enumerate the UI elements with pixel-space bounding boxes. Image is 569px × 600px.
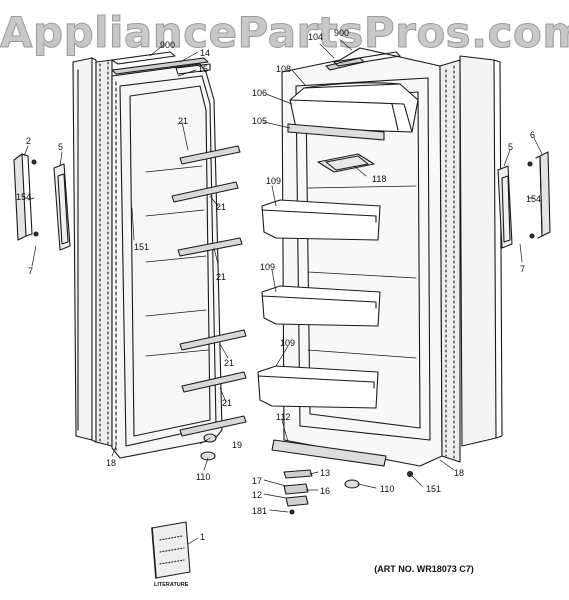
fresh-food-door-outer bbox=[459, 55, 503, 447]
art-number: (ART NO. WR18073 C7) bbox=[374, 564, 474, 574]
callout-900-left: 900 bbox=[160, 40, 175, 50]
callout-18-left: 18 bbox=[106, 458, 116, 468]
right-handle-trim bbox=[497, 165, 513, 249]
callout-106: 106 bbox=[252, 88, 267, 98]
left-handle-screws bbox=[31, 159, 39, 237]
callout-1: 1 bbox=[200, 532, 205, 542]
callout-110-left: 110 bbox=[196, 472, 210, 482]
callout-13: 13 bbox=[320, 468, 330, 478]
callout-118: 118 bbox=[372, 174, 386, 184]
callout-2: 2 bbox=[26, 136, 31, 146]
callout-15: 15 bbox=[198, 64, 208, 74]
fresh-food-top-hinge bbox=[325, 51, 401, 71]
literature-booklet bbox=[151, 521, 191, 579]
callout-105: 105 bbox=[252, 116, 267, 126]
callout-21-b: 21 bbox=[216, 202, 226, 212]
callout-108: 108 bbox=[276, 64, 291, 74]
callout-21-e: 21 bbox=[222, 398, 232, 408]
callout-109-c: 109 bbox=[280, 338, 295, 348]
freezer-door-shelf-bars bbox=[171, 145, 247, 437]
dairy-door-trim bbox=[287, 123, 385, 141]
callout-151-right: 151 bbox=[426, 484, 441, 494]
callout-6: 6 bbox=[530, 130, 535, 140]
freezer-door-liner bbox=[111, 63, 223, 459]
callout-12: 12 bbox=[252, 490, 262, 500]
callout-151-left: 151 bbox=[134, 242, 149, 252]
fresh-food-shelf-lines bbox=[307, 185, 417, 359]
callout-5-left: 5 bbox=[58, 142, 63, 152]
leader-lines bbox=[23, 39, 543, 545]
callout-21-a: 21 bbox=[178, 116, 188, 126]
callout-16: 16 bbox=[320, 486, 330, 496]
callout-181: 181 bbox=[252, 506, 267, 516]
dairy-compartment bbox=[289, 82, 419, 133]
callout-21-c: 21 bbox=[216, 272, 226, 282]
callout-21-d: 21 bbox=[224, 358, 234, 368]
right-door-handle bbox=[535, 151, 551, 239]
door-bins bbox=[257, 199, 381, 409]
freezer-dividers bbox=[145, 165, 209, 357]
callout-5-right: 5 bbox=[508, 142, 513, 152]
right-door-stop bbox=[344, 470, 414, 489]
egg-tray bbox=[317, 153, 375, 173]
callout-112: 112 bbox=[276, 412, 290, 422]
callout-18-right: 18 bbox=[454, 468, 464, 478]
right-handle-screws bbox=[527, 161, 535, 239]
callout-154-left: 154 bbox=[16, 192, 31, 202]
callout-14: 14 bbox=[200, 48, 210, 58]
callout-110-right: 110 bbox=[380, 484, 394, 494]
freezer-top-hinge bbox=[111, 57, 211, 75]
fresh-food-door-gasket bbox=[439, 59, 461, 463]
callout-17: 17 bbox=[252, 476, 262, 486]
watermark-text: AppliancePartsPros.com bbox=[0, 8, 569, 58]
callout-19: 19 bbox=[232, 440, 242, 450]
callout-154-right: 154 bbox=[526, 194, 541, 204]
callout-109-a: 109 bbox=[266, 176, 281, 186]
callout-109-b: 109 bbox=[260, 262, 275, 272]
callout-7-right: 7 bbox=[520, 264, 525, 274]
literature-label: LITERATURE bbox=[154, 582, 189, 588]
callout-7-left: 7 bbox=[28, 266, 33, 276]
bottom-grille bbox=[271, 439, 387, 467]
left-door-handle bbox=[13, 153, 33, 241]
left-handle-trim bbox=[53, 163, 71, 251]
callout-900-right: 900 bbox=[334, 28, 349, 38]
callout-104: 104 bbox=[308, 32, 323, 42]
bottom-hinge-parts bbox=[283, 469, 313, 515]
